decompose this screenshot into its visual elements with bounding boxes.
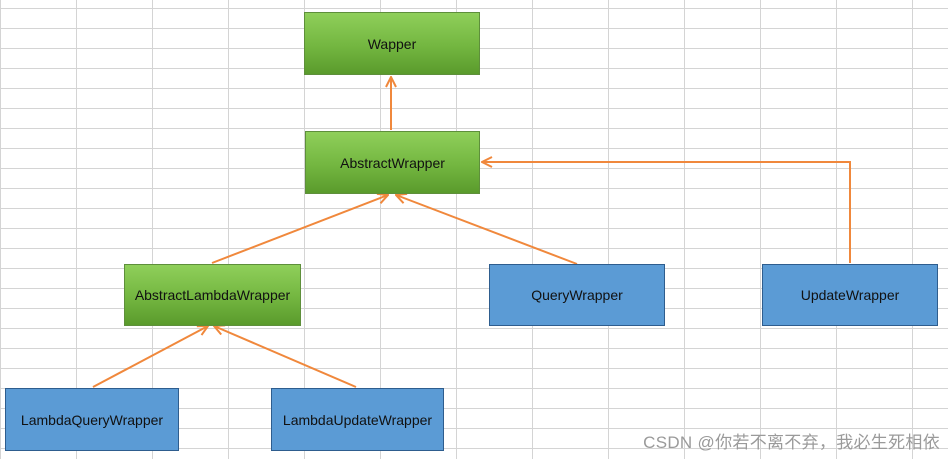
node-lambda-update-wrapper: LambdaUpdateWrapper: [271, 388, 444, 451]
arrow-updatewrapper-to-abstractwrapper: [482, 162, 851, 263]
node-label: LambdaUpdateWrapper: [282, 411, 433, 428]
node-label: Wapper: [367, 35, 417, 52]
node-label: AbstractLambdaWrapper: [134, 287, 291, 303]
arrow-abstractlambdawrapper-to-abstractwrapper: [211, 195, 388, 264]
arrow-querywrapper-to-abstractwrapper: [396, 195, 578, 265]
arrow-lambdaquerywrapper-to-abstractlambdawrapper: [92, 326, 208, 388]
arrow-lambdaupdatewrapper-to-abstractlambdawrapper: [214, 326, 357, 388]
node-label: UpdateWrapper: [800, 287, 900, 303]
node-abstract-wrapper: AbstractWrapper: [305, 131, 480, 194]
node-abstract-lambda-wrapper: AbstractLambdaWrapper: [124, 264, 301, 326]
node-label: QueryWrapper: [531, 287, 623, 303]
watermark: CSDN @你若不离不弃，我必生死相依: [643, 433, 940, 452]
node-label: AbstractWrapper: [340, 154, 445, 171]
node-update-wrapper: UpdateWrapper: [762, 264, 938, 326]
node-wapper: Wapper: [304, 12, 480, 75]
node-lambda-query-wrapper: LambdaQueryWrapper: [5, 388, 179, 451]
node-label: LambdaQueryWrapper: [20, 411, 164, 428]
node-query-wrapper: QueryWrapper: [489, 264, 665, 326]
